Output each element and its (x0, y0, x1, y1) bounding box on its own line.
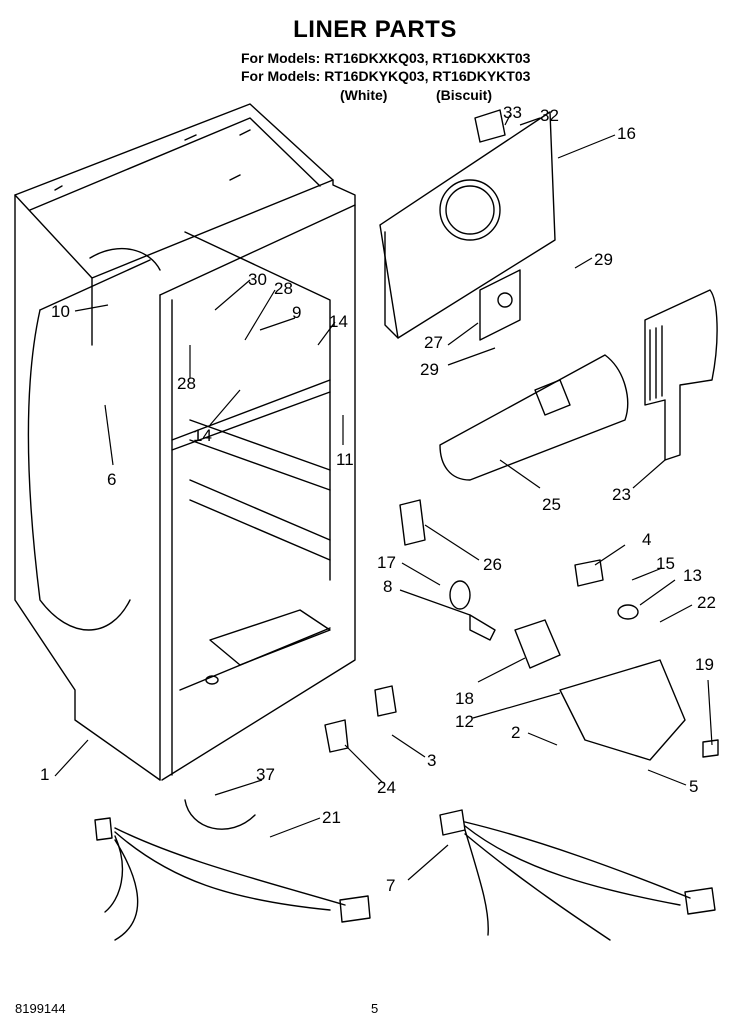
page-number: 5 (371, 1001, 379, 1016)
light-assembly-drawing (324, 499, 719, 761)
callout-29-lower: 29 (420, 360, 439, 379)
callout-23: 23 (612, 485, 631, 504)
callout-10: 10 (51, 302, 70, 321)
callout-15: 15 (656, 554, 675, 573)
callout-14-upper: 14 (329, 312, 348, 331)
callout-5: 5 (689, 777, 698, 796)
models-line-1: For Models: RT16DKXKQ03, RT16DKXKT03 (241, 50, 531, 66)
leader-lines (54, 114, 713, 881)
callout-25: 25 (542, 495, 561, 514)
callout-12: 12 (455, 712, 474, 731)
color-white-label: (White) (340, 87, 388, 103)
callout-33: 33 (503, 103, 522, 122)
callout-28-lower: 28 (177, 374, 196, 393)
air-duct-drawing (644, 289, 718, 461)
callout-17: 17 (377, 553, 396, 572)
page-title: LINER PARTS (293, 16, 457, 43)
callout-18: 18 (455, 689, 474, 708)
callout-26: 26 (483, 555, 502, 574)
callout-27: 27 (424, 333, 443, 352)
callout-37: 37 (256, 765, 275, 784)
callout-9: 9 (292, 303, 301, 322)
callout-21: 21 (322, 808, 341, 827)
callout-28-upper: 28 (274, 279, 293, 298)
callout-19: 19 (695, 655, 714, 674)
models-line-2: For Models: RT16DKYKQ03, RT16DKYKT03 (241, 68, 531, 84)
callout-11: 11 (336, 450, 354, 469)
callout-13: 13 (683, 566, 702, 585)
callout-numbers: 33 32 16 29 10 30 28 9 14 27 29 28 14 11… (40, 103, 716, 895)
callout-1: 1 (40, 765, 49, 784)
callout-32: 32 (540, 106, 559, 125)
callout-6: 6 (107, 470, 116, 489)
callout-22: 22 (697, 593, 716, 612)
callout-7: 7 (386, 876, 395, 895)
callout-2: 2 (511, 723, 520, 742)
callout-4: 4 (642, 530, 651, 549)
wiring-harness-drawing (94, 799, 716, 941)
document-number: 8199144 (15, 1001, 66, 1016)
callout-8: 8 (383, 577, 392, 596)
duct-cover-drawing (439, 354, 629, 481)
callout-3: 3 (427, 751, 436, 770)
evaporator-cover-drawing (379, 109, 556, 341)
callout-14-lower: 14 (193, 426, 212, 445)
color-biscuit-label: (Biscuit) (436, 87, 492, 103)
liner-cabinet-drawing (14, 103, 356, 781)
callout-24: 24 (377, 778, 396, 797)
callout-30: 30 (248, 270, 267, 289)
callout-16: 16 (617, 124, 636, 143)
callout-29-upper: 29 (594, 250, 613, 269)
